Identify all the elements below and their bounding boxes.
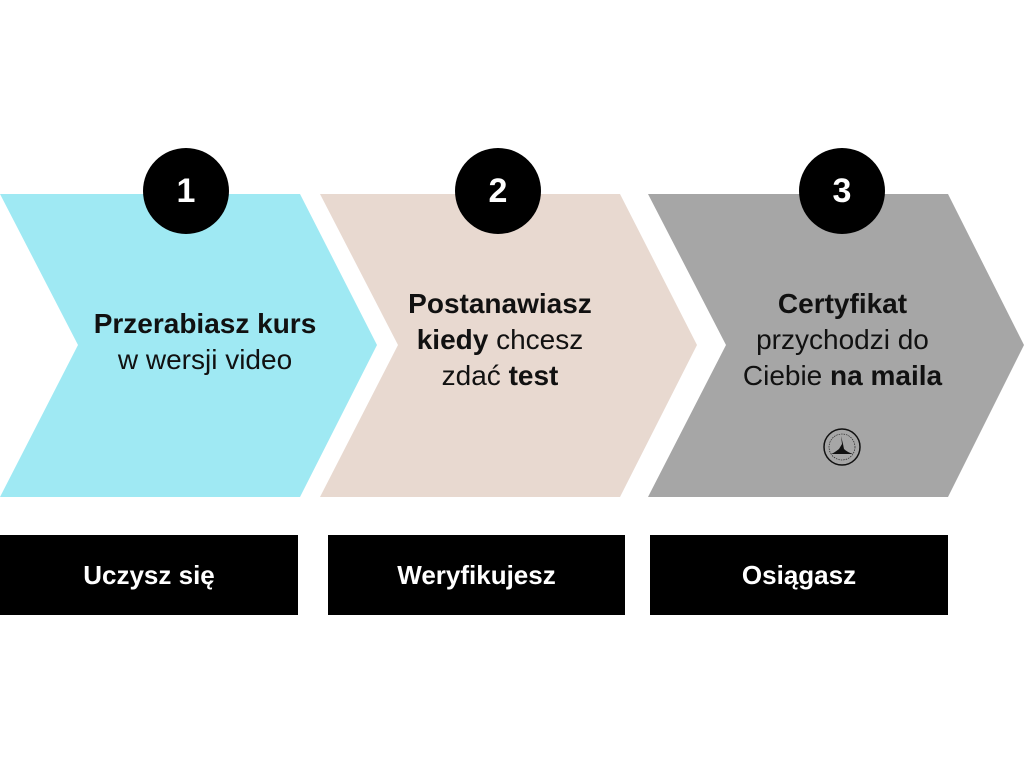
chevron-step-2 — [320, 194, 697, 497]
step-text-line: przychodzi do — [700, 322, 985, 358]
step-number-1: 1 — [143, 148, 229, 234]
step-text-line: Postanawiasz — [380, 286, 620, 322]
step-text-segment: kiedy — [416, 324, 489, 355]
step-text-segment: na maila — [830, 360, 943, 391]
step-1-text: Przerabiasz kurs w wersji video — [60, 306, 350, 378]
step-text-segment: chcesz — [488, 324, 584, 355]
stage-label-achieve: Osiągasz — [650, 535, 948, 615]
step-number-2: 2 — [455, 148, 541, 234]
step-text-line: Przerabiasz kurs — [60, 306, 350, 342]
step-text-segment: zdać — [441, 360, 509, 391]
step-text-line: zdać test — [380, 358, 620, 394]
step-text-segment: Przerabiasz kurs — [93, 308, 317, 339]
stage-label-learn: Uczysz się — [0, 535, 298, 615]
step-text-line: w wersji video — [60, 342, 350, 378]
step-text-line: Ciebie na maila — [700, 358, 985, 394]
chevron-step-1 — [0, 194, 377, 497]
step-text-segment: test — [508, 360, 559, 391]
step-number-3: 3 — [799, 148, 885, 234]
step-text-segment: przychodzi do — [756, 324, 929, 355]
step-text-segment: Certyfikat — [777, 288, 908, 319]
pilates-academy-seal-logo — [823, 428, 861, 466]
stage-label-verify: Weryfikujesz — [328, 535, 625, 615]
step-text-segment: Postanawiasz — [408, 288, 592, 319]
step-text-line: Certyfikat — [700, 286, 985, 322]
chevron-step-3 — [648, 194, 1024, 497]
step-text-segment: w wersji video — [117, 344, 293, 375]
step-text-segment: Ciebie — [742, 360, 831, 391]
step-text-line: kiedy chcesz — [380, 322, 620, 358]
